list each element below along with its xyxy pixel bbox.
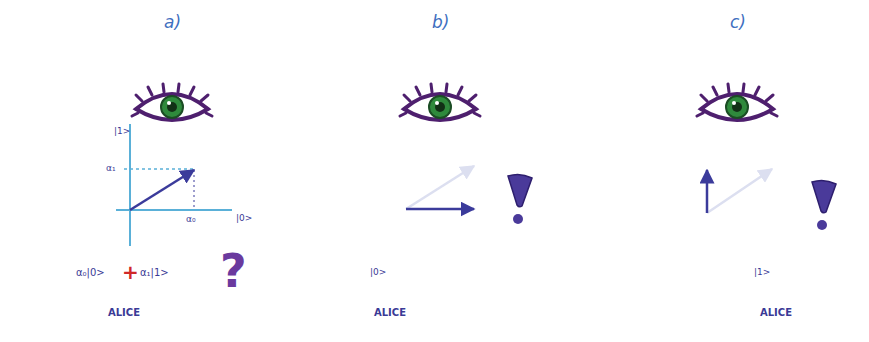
projection-line — [194, 170, 195, 209]
name-label: ALICE — [760, 308, 792, 318]
name-label: ALICE — [108, 308, 140, 318]
basis-label: |0> — [236, 214, 252, 223]
axis — [129, 124, 131, 246]
panel-letter: a) — [164, 14, 181, 31]
state-term: α₀|0> — [76, 268, 105, 278]
plus-sign: + — [122, 262, 139, 282]
exclamation-dot — [513, 214, 523, 224]
panel-letter: c) — [730, 14, 746, 31]
exclamation-dot — [817, 220, 827, 230]
state-vector — [130, 170, 194, 210]
name-label: ALICE — [374, 308, 406, 318]
eye — [400, 84, 480, 120]
collapsed-vector — [406, 208, 474, 211]
panel-letter: b) — [432, 14, 449, 31]
question-mark: ? — [220, 248, 247, 294]
basis-label: |1> — [754, 268, 770, 277]
collapsed-vector — [706, 170, 709, 213]
exclamation-mark — [508, 174, 532, 206]
eye — [132, 84, 212, 120]
basis-label: |0> — [370, 268, 386, 277]
basis-label: |1> — [114, 127, 130, 136]
state-term: α₁|1> — [140, 268, 169, 278]
faded-vector — [406, 166, 474, 209]
eye — [697, 84, 777, 120]
projection-line — [124, 168, 193, 170]
exclamation-mark — [812, 180, 836, 212]
faded-vector — [707, 169, 772, 213]
amplitude-label: α₁ — [106, 164, 116, 173]
amplitude-label: α₀ — [186, 215, 196, 224]
